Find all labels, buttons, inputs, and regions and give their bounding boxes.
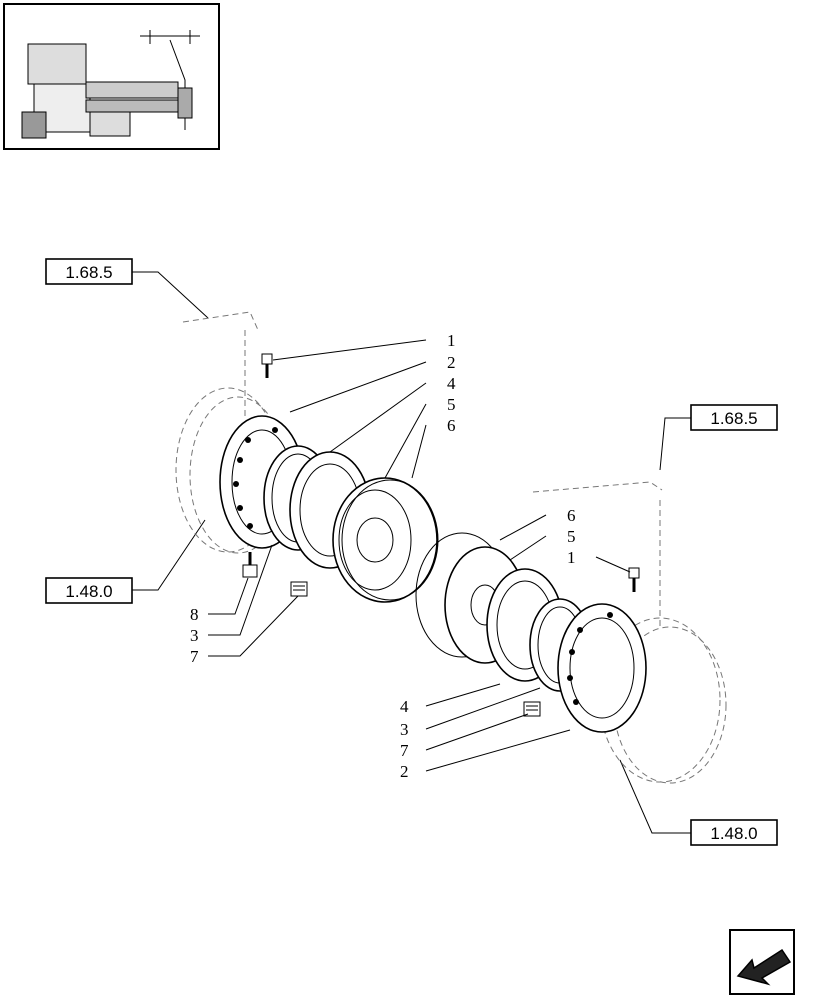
callout-number: 4 — [447, 374, 456, 393]
callouts-right-bottom: 4 3 7 2 — [400, 697, 409, 781]
callout-number: 3 — [190, 626, 199, 645]
reference-leaders — [132, 271, 691, 834]
callout-number: 8 — [190, 605, 199, 624]
right-valve-7 — [523, 701, 541, 717]
callout-number: 5 — [567, 527, 576, 546]
left-bolt-8 — [242, 552, 258, 578]
callout-number: 4 — [400, 697, 409, 716]
callout-number: 6 — [447, 416, 456, 435]
right-wheel-disc — [557, 603, 647, 733]
callout-number: 2 — [400, 762, 409, 781]
reference-box-top-right[interactable]: 1.68.5 — [690, 404, 778, 431]
callout-number: 3 — [400, 720, 409, 739]
callouts-left-group: 1 2 4 5 6 — [447, 331, 456, 435]
right-bolt-1 — [628, 567, 640, 592]
right-wheel-assembly — [415, 532, 647, 733]
callout-number: 2 — [447, 353, 456, 372]
callout-number: 1 — [447, 331, 456, 350]
callout-number: 7 — [190, 647, 199, 666]
reference-label: 1.48.0 — [65, 582, 112, 601]
reference-box-bottom-right[interactable]: 1.48.0 — [690, 819, 778, 846]
callouts-right-group: 6 5 1 — [567, 506, 576, 567]
next-page-arrow-icon[interactable] — [729, 929, 795, 995]
reference-label: 1.68.5 — [65, 263, 112, 282]
callout-leaders — [208, 339, 631, 772]
overview-thumbnail — [3, 3, 220, 150]
left-wheel-assembly — [219, 353, 439, 603]
callout-number: 7 — [400, 741, 409, 760]
reference-box-bottom-left[interactable]: 1.48.0 — [45, 577, 133, 604]
tractor-drivetrain-thumbnail — [21, 30, 200, 139]
callout-number: 6 — [567, 506, 576, 525]
left-bolt-1 — [261, 353, 273, 378]
reference-label: 1.68.5 — [710, 409, 757, 428]
reference-box-top-left[interactable]: 1.68.5 — [45, 258, 133, 285]
reference-label: 1.48.0 — [710, 824, 757, 843]
callout-number: 5 — [447, 395, 456, 414]
callouts-left-bottom: 8 3 7 — [190, 605, 199, 666]
left-valve-7 — [290, 581, 308, 597]
callout-number: 1 — [567, 548, 576, 567]
left-seal-6 — [341, 479, 439, 601]
left-rim-5 — [332, 477, 438, 603]
